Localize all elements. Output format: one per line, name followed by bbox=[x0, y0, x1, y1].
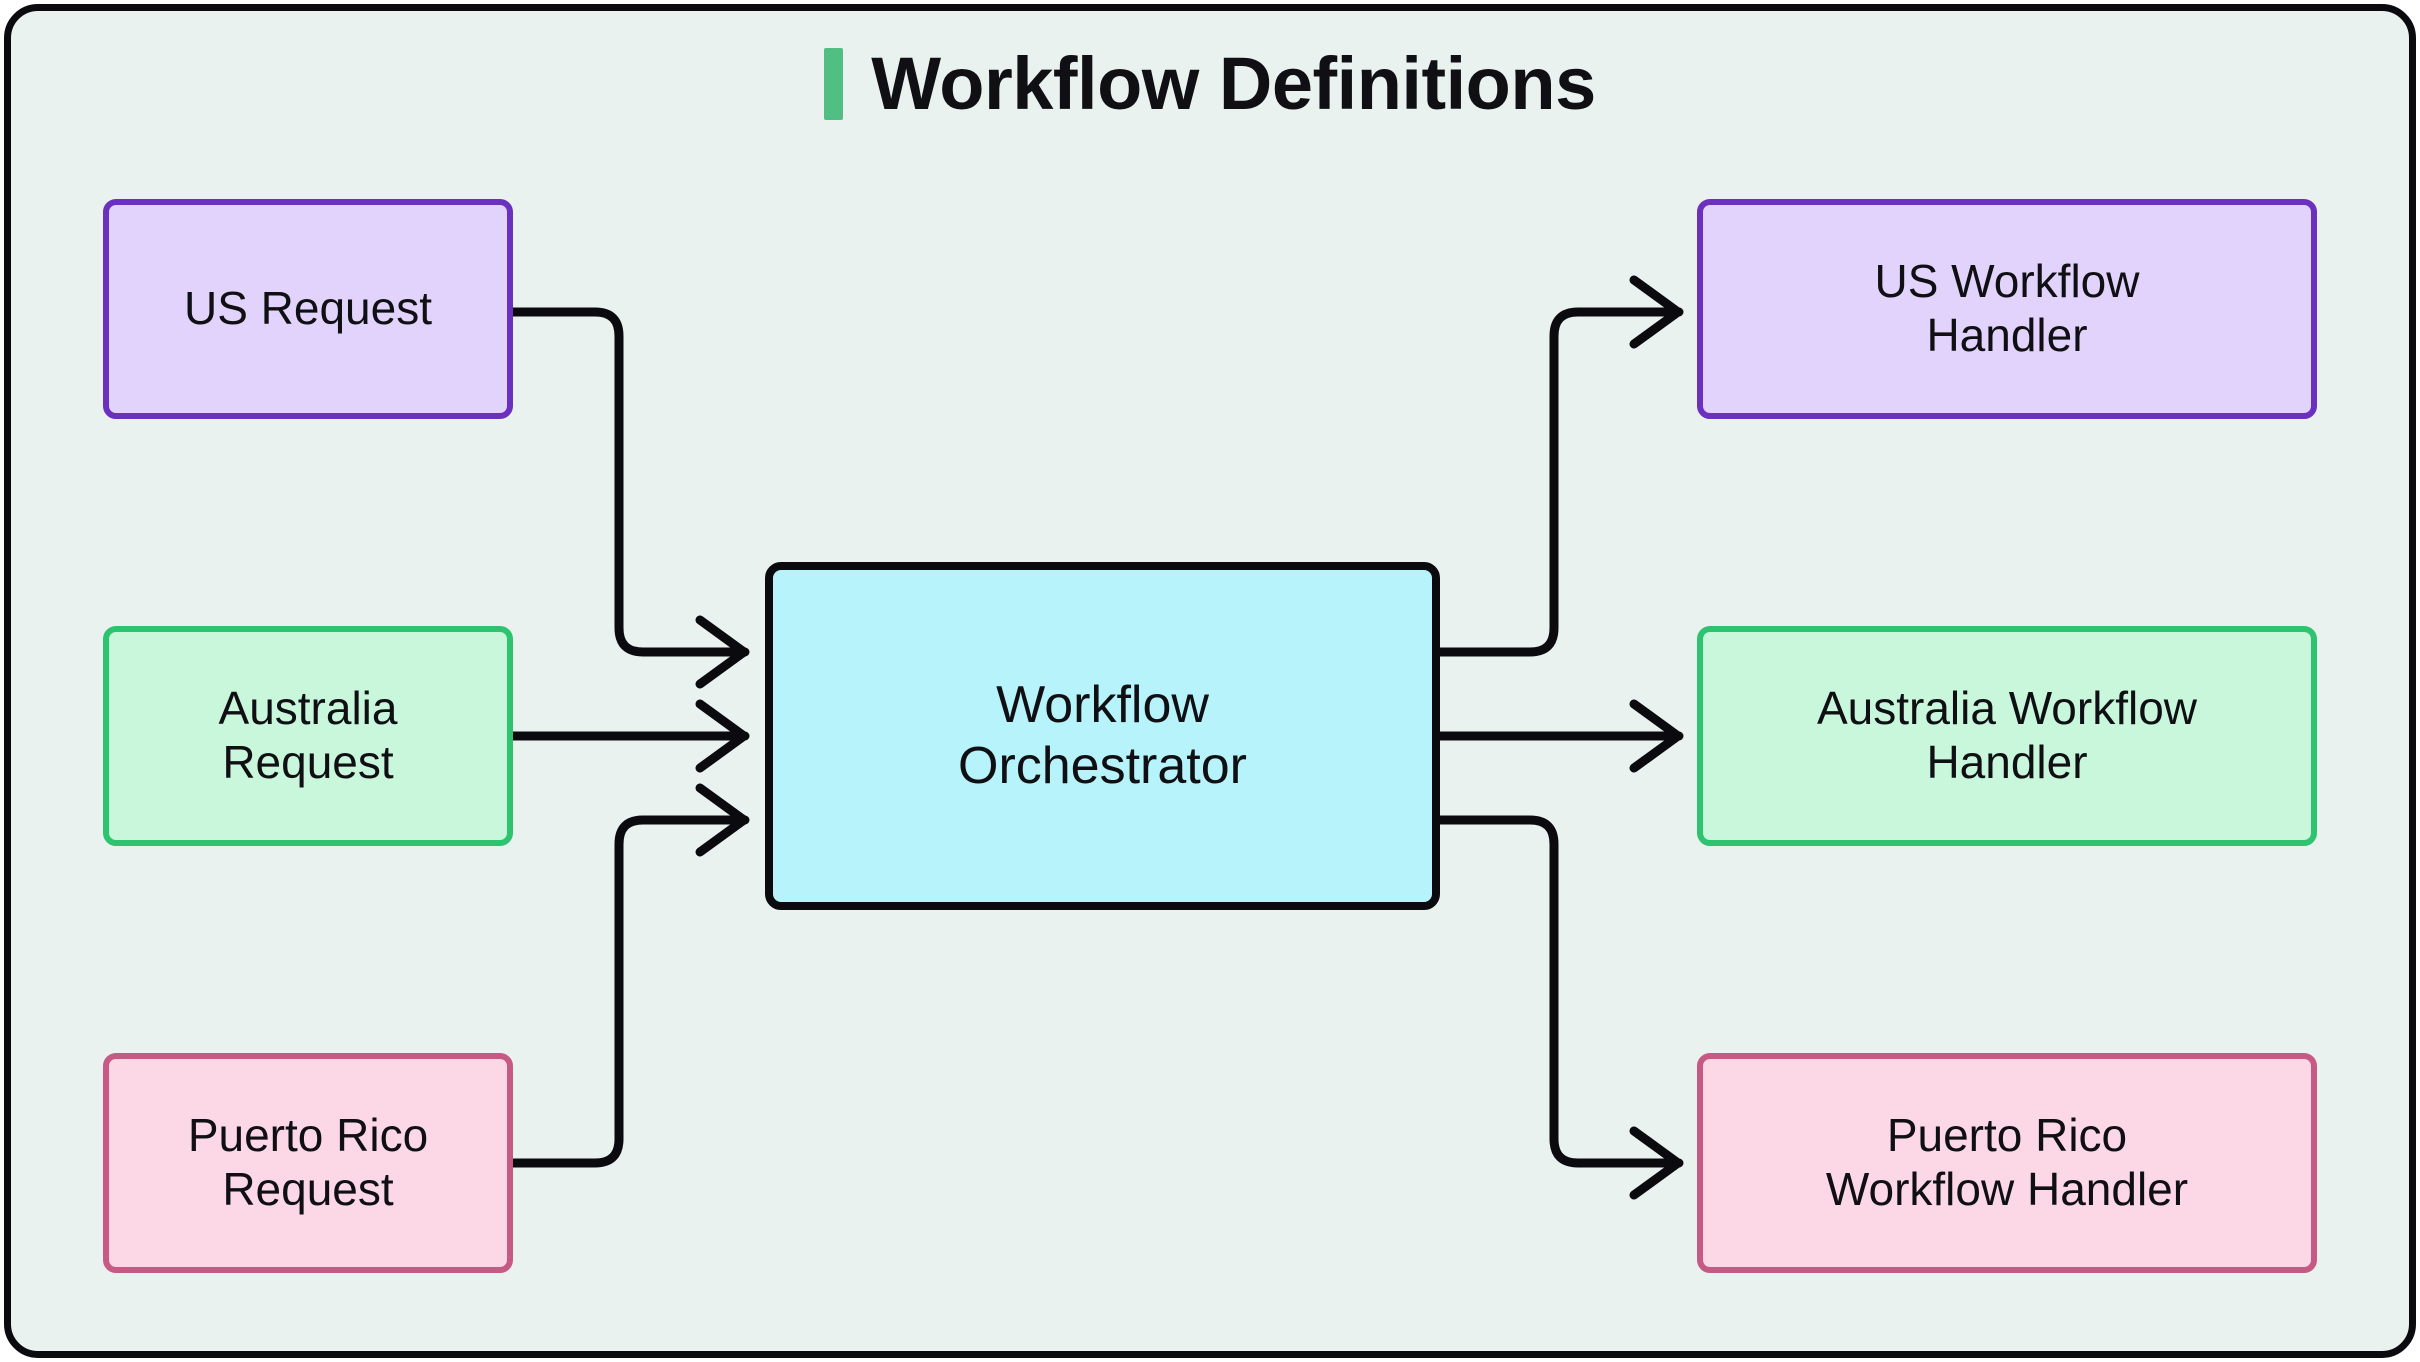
node-puerto-rico-request-label: Puerto Rico Request bbox=[187, 1109, 429, 1215]
node-workflow-orchestrator-label: Workflow Orchestrator bbox=[958, 676, 1247, 795]
title-accent-bar bbox=[824, 48, 844, 120]
diagram-title: Workflow Definitions bbox=[0, 34, 2420, 134]
node-us-workflow-handler[interactable]: US Workflow Handler bbox=[1697, 199, 2317, 419]
node-australia-request[interactable]: Australia Request bbox=[103, 626, 513, 846]
node-workflow-orchestrator[interactable]: Workflow Orchestrator bbox=[765, 562, 1440, 910]
node-australia-workflow-handler-label: Australia Workflow Handler bbox=[1816, 682, 2198, 788]
page-title: Workflow Definitions bbox=[871, 42, 1596, 125]
node-us-workflow-handler-label: US Workflow Handler bbox=[1874, 255, 2140, 361]
node-puerto-rico-workflow-handler-label: Puerto Rico Workflow Handler bbox=[1825, 1109, 2189, 1215]
node-us-request[interactable]: US Request bbox=[103, 199, 513, 419]
node-puerto-rico-workflow-handler[interactable]: Puerto Rico Workflow Handler bbox=[1697, 1053, 2317, 1273]
node-australia-request-label: Australia Request bbox=[218, 682, 398, 788]
node-us-request-label: US Request bbox=[183, 282, 432, 335]
node-australia-workflow-handler[interactable]: Australia Workflow Handler bbox=[1697, 626, 2317, 846]
node-puerto-rico-request[interactable]: Puerto Rico Request bbox=[103, 1053, 513, 1273]
